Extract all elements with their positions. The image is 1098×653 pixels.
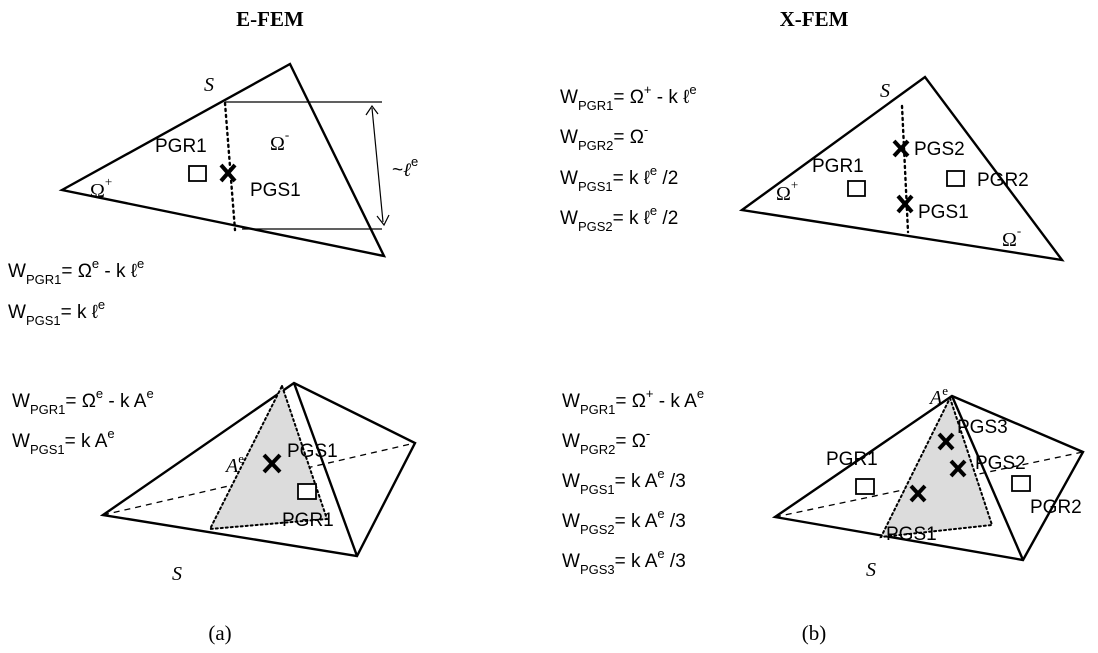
xfem-3d-pgr2-marker bbox=[1011, 475, 1031, 492]
dimension-arrowhead-bottom bbox=[376, 214, 390, 227]
xfem-pgs2-cross bbox=[892, 139, 910, 158]
efem-3d-pgr1-marker bbox=[297, 483, 317, 500]
efem-3d-element: Ae PGS1 PGR1 S bbox=[99, 381, 417, 585]
xfem-pgr1-label: PGR1 bbox=[812, 156, 864, 177]
xfem-2d-weight-pgr1: WPGR1= Ω+ - k ℓe bbox=[560, 82, 697, 113]
caption-b: (b) bbox=[802, 621, 827, 645]
xfem-3d-pgs3-cross bbox=[937, 432, 955, 451]
xfem-2d-weight-pgs1: WPGS1= k ℓe /2 bbox=[560, 163, 678, 194]
xfem-pgr2-label: PGR2 bbox=[977, 170, 1029, 191]
efem-2d-triangle bbox=[58, 62, 387, 258]
xfem-3d-weight-pgr2: WPGR2= Ω- bbox=[562, 426, 650, 457]
xfem-2d-weight-pgr2: WPGR2= Ω- bbox=[560, 122, 648, 153]
efem-3d-pgs1-label: PGS1 bbox=[287, 441, 338, 462]
xfem-pgs1-label: PGS1 bbox=[918, 202, 969, 223]
dimension-arrowhead-top bbox=[365, 104, 379, 116]
xfem-3d-pgs1-label: PGS1 bbox=[886, 524, 937, 545]
surface-label: S bbox=[204, 74, 214, 96]
efem-3d-front-edge bbox=[292, 382, 359, 557]
xfem-3d-pgr2-label: PGR2 bbox=[1030, 497, 1082, 518]
xfem-3d-pgs2-label: PGS2 bbox=[975, 453, 1026, 474]
xfem-2d-element: S Ω+ Ω- PGR1 PGR2 PGS2 PGS1 bbox=[738, 75, 1065, 262]
xfem-3d-weight-pgs1: WPGS1= k Ae /3 bbox=[562, 466, 686, 497]
heading-efem: E-FEM bbox=[236, 7, 304, 31]
efem-2d-element: ~ℓe S Ω+ Ω- PGR1 PGS1 bbox=[58, 62, 418, 258]
xfem-pgs1-cross bbox=[896, 194, 914, 214]
xfem-2d-discontinuity bbox=[900, 104, 910, 234]
efem-3d-tetra-outline bbox=[99, 381, 417, 558]
xfem-3d-element: Ae PGS3 PGS2 PGS1 PGR1 PGR2 S bbox=[771, 383, 1085, 581]
xfem-3d-crack-surface bbox=[879, 395, 994, 539]
pgr1-marker bbox=[188, 165, 207, 182]
surface-label-xfem: S bbox=[880, 80, 890, 102]
xfem-pgr2-marker bbox=[946, 170, 965, 187]
efem-3d-weight-pgs1: WPGS1= k Ae bbox=[12, 426, 115, 457]
xfem-pgr1-marker bbox=[847, 180, 866, 197]
efem-3d-pgs1-cross bbox=[262, 453, 282, 474]
xfem-pgs2-label: PGS2 bbox=[914, 139, 965, 160]
xfem-3d-weight-pgr1: WPGR1= Ω+ - k Ae bbox=[562, 386, 704, 417]
xfem-3d-weight-pgs3: WPGS3= k Ae /3 bbox=[562, 546, 686, 577]
xfem-3d-pgs2-cross bbox=[949, 459, 967, 478]
xfem-3d-front-edge bbox=[950, 395, 1025, 561]
xfem-2d-triangle bbox=[738, 75, 1065, 262]
pgs1-label: PGS1 bbox=[250, 180, 301, 201]
xfem-3d-tetra-outline bbox=[771, 394, 1085, 562]
ell-e-dimension-label: ~ℓe bbox=[392, 154, 418, 181]
xfem-3d-pgr1-label: PGR1 bbox=[826, 449, 878, 470]
efem-2d-weight-pgs1: WPGS1= k ℓe bbox=[8, 297, 105, 328]
omega-plus-label-xfem: Ω+ bbox=[776, 177, 798, 205]
area-label: Ae bbox=[224, 451, 244, 477]
xfem-2d-weight-pgs2: WPGS2= k ℓe /2 bbox=[560, 203, 678, 234]
omega-minus-label: Ω- bbox=[270, 127, 289, 155]
xfem-3d-weight-pgs2: WPGS2= k Ae /3 bbox=[562, 506, 686, 537]
omega-minus-label-xfem: Ω- bbox=[1002, 223, 1021, 251]
xfem-area-label: Ae bbox=[928, 383, 948, 409]
efem-3d-hidden-edge bbox=[102, 442, 416, 516]
heading-xfem: X-FEM bbox=[780, 7, 849, 31]
xfem-3d-surface-label: S bbox=[866, 559, 876, 581]
caption-a: (a) bbox=[208, 621, 231, 645]
dimension-arrow bbox=[371, 107, 384, 223]
xfem-3d-pgs1-cross bbox=[909, 484, 927, 503]
xfem-3d-pgs3-label: PGS3 bbox=[957, 417, 1008, 438]
efem-3d-pgr1-label: PGR1 bbox=[282, 510, 334, 531]
pgs1-cross bbox=[219, 163, 237, 183]
xfem-3d-pgr1-marker bbox=[855, 478, 875, 495]
efem-2d-weight-pgr1: WPGR1= Ωe - k ℓe bbox=[8, 256, 144, 287]
pgr1-label: PGR1 bbox=[155, 136, 207, 157]
efem-3d-surface-label: S bbox=[172, 563, 182, 585]
efem-3d-weight-pgr1: WPGR1= Ωe - k Ae bbox=[12, 386, 154, 417]
omega-plus-label: Ω+ bbox=[90, 174, 112, 202]
